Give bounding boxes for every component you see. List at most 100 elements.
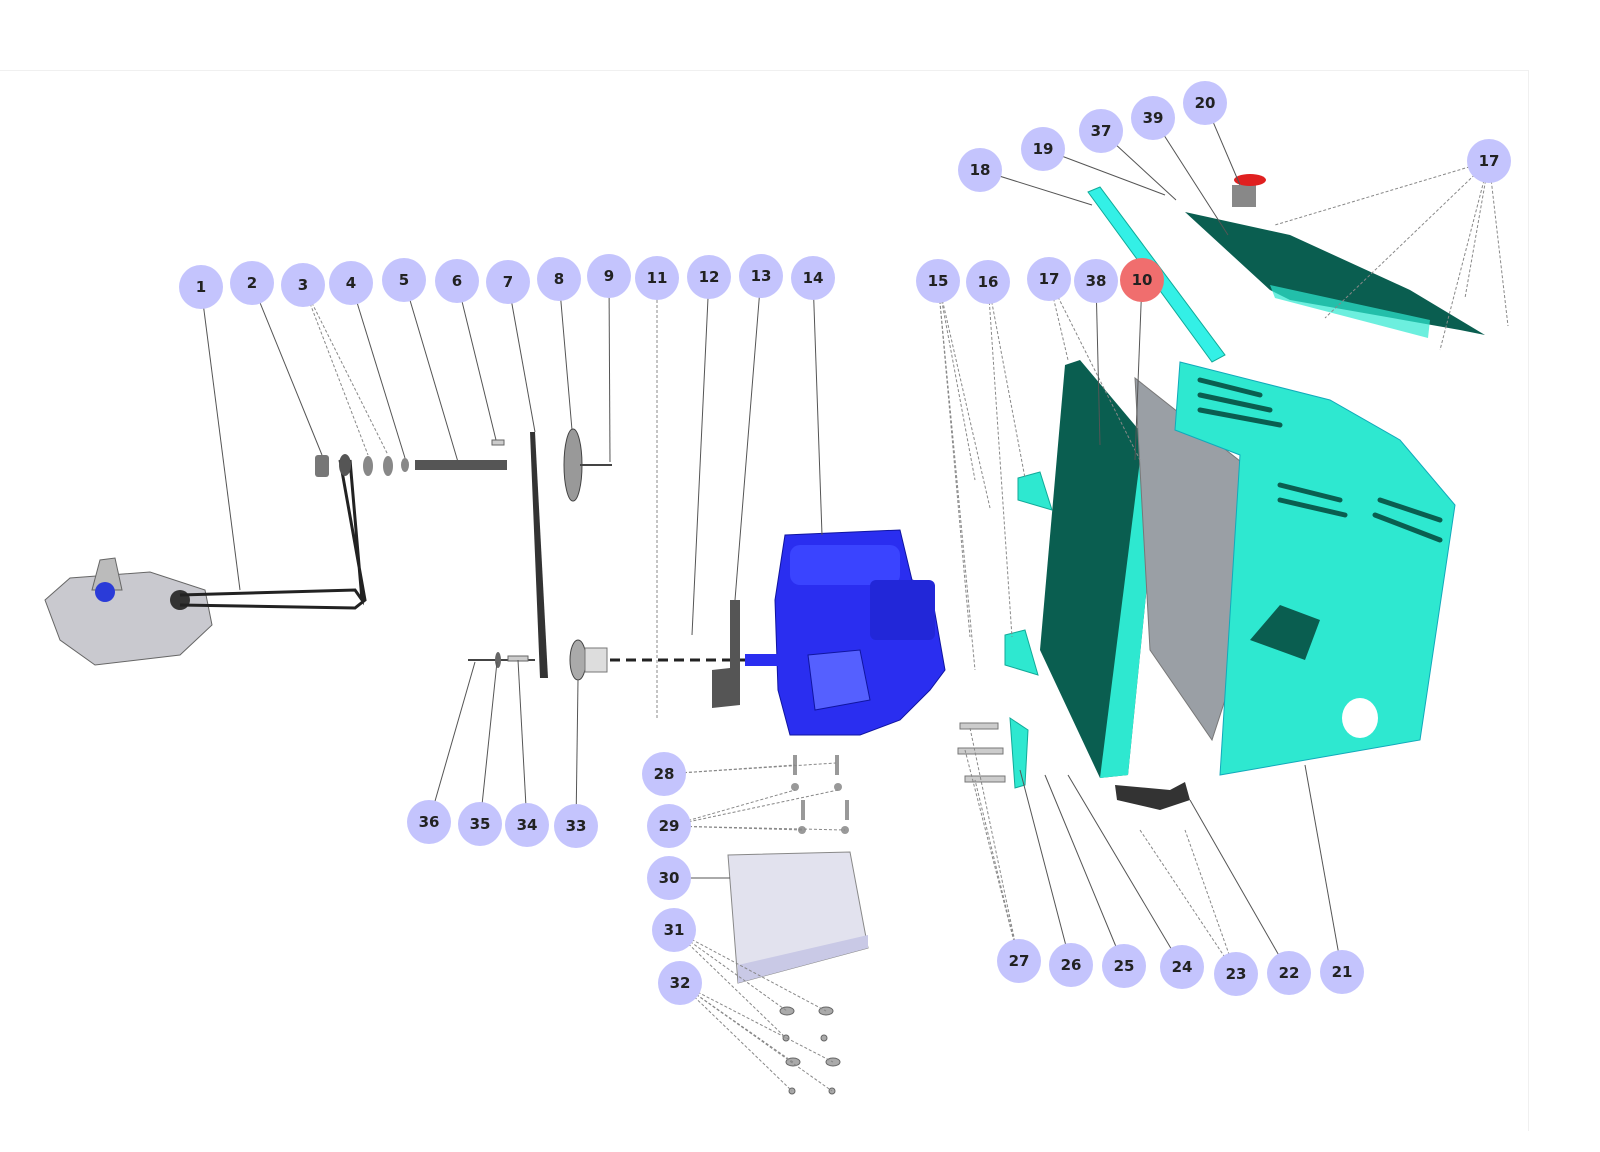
callout-1[interactable]: 1 bbox=[179, 265, 223, 309]
callout-7[interactable]: 7 bbox=[486, 260, 530, 304]
small-plate-part[interactable] bbox=[1009, 717, 1029, 789]
callout-23[interactable]: 23 bbox=[1214, 952, 1258, 996]
callout-15[interactable]: 15 bbox=[916, 259, 960, 303]
callout-bubble bbox=[1183, 81, 1227, 125]
callout-bubble bbox=[916, 259, 960, 303]
callout-17[interactable]: 17 bbox=[1027, 257, 1071, 301]
leader-line bbox=[673, 929, 787, 1039]
engine-part[interactable] bbox=[745, 529, 946, 736]
leader-line bbox=[969, 727, 1020, 962]
callout-37[interactable]: 37 bbox=[1079, 109, 1123, 153]
callout-8[interactable]: 8 bbox=[537, 257, 581, 301]
callout-27[interactable]: 27 bbox=[997, 939, 1041, 983]
base-plate-part[interactable] bbox=[727, 851, 869, 984]
callout-11[interactable]: 11 bbox=[635, 256, 679, 300]
callout-29[interactable]: 29 bbox=[647, 804, 691, 848]
callout-3[interactable]: 3 bbox=[281, 263, 325, 307]
leader-line bbox=[200, 286, 241, 591]
callout-33[interactable]: 33 bbox=[554, 804, 598, 848]
callout-13[interactable]: 13 bbox=[739, 254, 783, 298]
callout-10[interactable]: 10 bbox=[1120, 258, 1164, 302]
callout-bubble bbox=[647, 804, 691, 848]
callout-36[interactable]: 36 bbox=[407, 800, 451, 844]
callout-label: 24 bbox=[1172, 958, 1193, 976]
mount-bolts-part[interactable] bbox=[791, 755, 849, 834]
callout-label: 27 bbox=[1009, 952, 1030, 970]
callout-label: 33 bbox=[566, 817, 587, 835]
callout-bubble bbox=[997, 939, 1041, 983]
leader-line bbox=[1139, 829, 1237, 975]
callout-label: 12 bbox=[699, 268, 720, 286]
leader-line bbox=[673, 929, 788, 1012]
leader-line bbox=[1048, 278, 1069, 361]
control-panel-plate-part[interactable] bbox=[1185, 212, 1485, 338]
callout-label: 20 bbox=[1195, 94, 1216, 112]
callout-26[interactable]: 26 bbox=[1049, 943, 1093, 987]
mount-brackets-part[interactable] bbox=[1004, 471, 1053, 676]
callout-12[interactable]: 12 bbox=[687, 255, 731, 299]
callout-22[interactable]: 22 bbox=[1267, 951, 1311, 995]
callout-31[interactable]: 31 bbox=[652, 908, 696, 952]
callout-label: 18 bbox=[970, 161, 991, 179]
emergency-stop-part[interactable] bbox=[1232, 174, 1266, 207]
callout-label: 25 bbox=[1114, 957, 1135, 975]
leader-line bbox=[937, 280, 971, 638]
callout-label: 17 bbox=[1479, 152, 1500, 170]
handle-part[interactable] bbox=[1115, 782, 1190, 810]
callout-label: 35 bbox=[470, 815, 491, 833]
callout-24[interactable]: 24 bbox=[1160, 945, 1204, 989]
callout-bubble bbox=[791, 256, 835, 300]
callout-6[interactable]: 6 bbox=[435, 259, 479, 303]
leader-line bbox=[608, 275, 611, 463]
callout-label: 8 bbox=[554, 270, 564, 288]
leader-line bbox=[517, 659, 528, 826]
callout-bubble bbox=[1467, 139, 1511, 183]
leader-line bbox=[679, 982, 833, 1092]
leader-line bbox=[734, 275, 762, 601]
callout-25[interactable]: 25 bbox=[1102, 944, 1146, 988]
callout-17[interactable]: 17 bbox=[1467, 139, 1511, 183]
callout-30[interactable]: 30 bbox=[647, 856, 691, 900]
callout-bubble bbox=[537, 257, 581, 301]
callout-bubble bbox=[1102, 944, 1146, 988]
callout-bubble bbox=[1120, 258, 1164, 302]
callout-bubble bbox=[1131, 96, 1175, 140]
gearbox-part[interactable] bbox=[44, 557, 213, 666]
callout-38[interactable]: 38 bbox=[1074, 259, 1118, 303]
callout-39[interactable]: 39 bbox=[1131, 96, 1175, 140]
callout-bubble bbox=[382, 258, 426, 302]
callout-2[interactable]: 2 bbox=[230, 261, 274, 305]
washers-part[interactable] bbox=[779, 1006, 841, 1095]
leader-line bbox=[937, 280, 991, 509]
callout-18[interactable]: 18 bbox=[958, 148, 1002, 192]
side-bolts-part[interactable] bbox=[957, 722, 1006, 783]
housing-cover-part[interactable] bbox=[1174, 361, 1456, 776]
callout-14[interactable]: 14 bbox=[791, 256, 835, 300]
upper-shaft-parts[interactable] bbox=[315, 428, 612, 502]
callout-35[interactable]: 35 bbox=[458, 802, 502, 846]
callout-21[interactable]: 21 bbox=[1320, 950, 1364, 994]
callout-bubble bbox=[1049, 943, 1093, 987]
callout-label: 14 bbox=[803, 269, 824, 287]
callout-label: 16 bbox=[978, 273, 999, 291]
callout-34[interactable]: 34 bbox=[505, 803, 549, 847]
callout-5[interactable]: 5 bbox=[382, 258, 426, 302]
lower-shaft-parts[interactable] bbox=[468, 639, 770, 681]
leader-line bbox=[691, 276, 710, 636]
leader-line bbox=[456, 280, 497, 441]
callout-19[interactable]: 19 bbox=[1021, 127, 1065, 171]
insulation-panel-part[interactable] bbox=[1134, 376, 1246, 742]
callout-label: 7 bbox=[503, 273, 513, 291]
v-belt-part[interactable] bbox=[530, 432, 548, 678]
callout-20[interactable]: 20 bbox=[1183, 81, 1227, 125]
callout-16[interactable]: 16 bbox=[966, 260, 1010, 304]
callout-4[interactable]: 4 bbox=[329, 261, 373, 305]
drive-belt-part[interactable] bbox=[179, 459, 367, 610]
callout-28[interactable]: 28 bbox=[642, 752, 686, 796]
callout-32[interactable]: 32 bbox=[658, 961, 702, 1005]
callout-9[interactable]: 9 bbox=[587, 254, 631, 298]
key-plate-part[interactable] bbox=[712, 600, 740, 708]
leader-line bbox=[302, 284, 369, 456]
callout-bubble bbox=[1074, 259, 1118, 303]
